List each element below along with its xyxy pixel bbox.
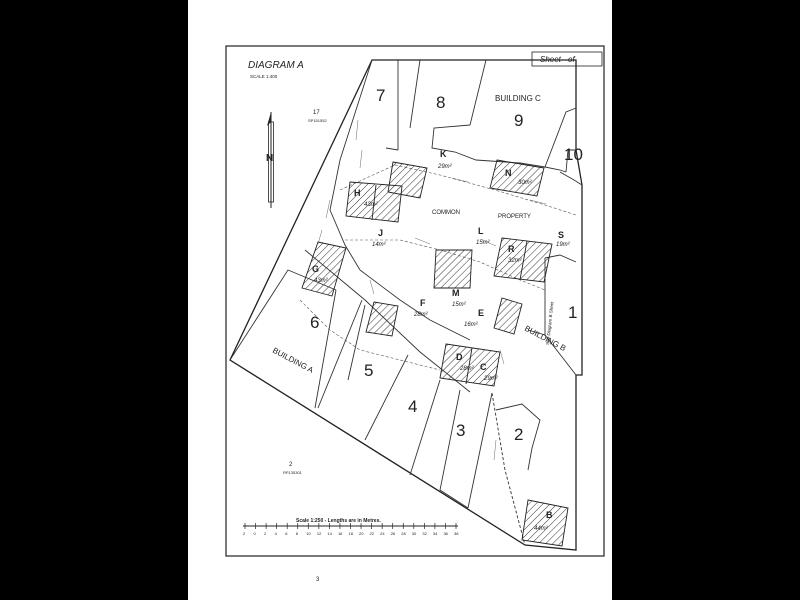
lot-numbers: 7 8 9 10 6 5 4 3 2 1	[310, 86, 583, 444]
north-label: N	[266, 153, 273, 164]
common-property-label-2: PROPERTY	[498, 214, 531, 220]
area-f-shape	[365, 301, 399, 337]
scale-tick-label: 16	[338, 531, 343, 536]
area-r-divider	[519, 240, 528, 281]
area-d-c-divider	[465, 347, 473, 385]
lot-1-label: 1	[568, 303, 577, 322]
area-e-size: 16m²	[464, 322, 479, 328]
area-n-size: 30m²	[518, 180, 533, 186]
scale-tick-label: 14	[327, 531, 332, 536]
scale-tick-label: 2	[243, 531, 246, 536]
area-r-size: 32m²	[508, 258, 523, 264]
lot-10-label: 10	[564, 145, 583, 164]
area-e-letter: E	[478, 308, 484, 318]
area-b-shape	[521, 499, 569, 547]
neighbour-plan-ref: SP151552	[308, 118, 327, 123]
dimension-annotations	[317, 119, 547, 461]
area-d-size: 28m²	[459, 366, 475, 372]
area-n-shape	[489, 159, 545, 197]
see-diagram-note: See Diagram B Sheet	[545, 301, 555, 346]
lot-7-label: 7	[376, 86, 385, 105]
area-b-letter: B	[546, 510, 553, 520]
diagram-scale-note: SCALE 1:400	[250, 74, 278, 79]
common-property-label-1: COMMON	[432, 210, 460, 216]
lot-3-label: 3	[456, 421, 465, 440]
area-r-shape	[493, 237, 553, 283]
neighbour-plan-ref-bottom: RP135301	[283, 470, 303, 475]
site-boundary	[229, 59, 583, 551]
lot-5-label: 5	[364, 361, 373, 380]
area-j-size: 14m²	[372, 242, 387, 248]
area-n-letter: N	[505, 168, 512, 178]
area-k-size: 29m²	[437, 164, 453, 170]
lot-4-label: 4	[408, 397, 417, 416]
area-g-letter: G	[312, 264, 319, 274]
diagram-title: DIAGRAM A	[248, 60, 304, 71]
area-s-size: 19m²	[556, 242, 571, 248]
area-m-size: 15m²	[452, 302, 467, 308]
area-r-letter: R	[508, 244, 515, 254]
area-f-size: 28m²	[413, 312, 429, 318]
area-f-letter: F	[420, 298, 426, 308]
area-g-size: 43m²	[314, 278, 329, 284]
scale-tick-label: 2	[264, 531, 267, 536]
area-l-letter: L	[478, 226, 484, 236]
area-b-size: 44m²	[534, 526, 549, 532]
building-c-label: BUILDING C	[495, 94, 541, 103]
exclusive-area-letters: K 29m² N 30m² H 43m² J 14m² L 15m² R 32m…	[312, 149, 571, 532]
page-number: 3	[316, 577, 320, 583]
scale-tick-label: 38	[454, 531, 459, 536]
area-k-letter: K	[440, 149, 447, 159]
scale-tick-label: 20	[359, 531, 364, 536]
scale-tick-label: 10	[306, 531, 311, 536]
easement-line	[299, 299, 441, 371]
lot-2-label: 2	[514, 425, 523, 444]
scale-tick-label: 6	[285, 531, 288, 536]
area-s-letter: S	[558, 230, 564, 240]
scale-tick-label: 12	[317, 531, 322, 536]
neighbour-lot-number: 17	[313, 110, 320, 116]
lot-8-label: 8	[436, 93, 445, 112]
scale-caption: Scale 1:250 - Lengths are in Metres.	[296, 518, 381, 524]
area-h-size: 43m²	[364, 202, 379, 208]
survey-plan: Sheet of DIAGRAM A SCALE 1:400 N 17 SP15…	[225, 45, 605, 583]
scale-tick-label: 36	[443, 531, 448, 536]
scale-tick-marks	[244, 523, 457, 529]
area-h-letter: H	[354, 188, 361, 198]
plan-sheet: Sheet of DIAGRAM A SCALE 1:400 N 17 SP15…	[188, 0, 612, 600]
lot-9-label: 9	[514, 111, 523, 130]
area-d-letter: D	[456, 352, 463, 362]
exclusive-use-areas	[301, 159, 569, 547]
building-a-label: BUILDING A	[271, 346, 315, 375]
area-c-size: 29m²	[483, 376, 499, 382]
lot-6-label: 6	[310, 313, 319, 332]
scale-tick-label: 18	[349, 531, 354, 536]
scale-tick-label: 28	[401, 531, 406, 536]
area-e-shape	[493, 297, 523, 335]
area-j-letter: J	[378, 228, 383, 238]
neighbour-lot-number-bottom: 2	[289, 462, 293, 468]
scale-tick-label: 8	[296, 531, 299, 536]
sheet-box: Sheet of	[531, 51, 603, 67]
scale-tick-label: 32	[422, 531, 427, 536]
scale-tick-label: 4	[275, 531, 278, 536]
scale-tick-label: 26	[391, 531, 396, 536]
scale-tick-label: 0	[254, 531, 257, 536]
area-l-shape	[433, 249, 473, 289]
area-g-shape	[301, 241, 347, 297]
scale-tick-label: 22	[370, 531, 375, 536]
area-l-size: 15m²	[476, 240, 491, 246]
scale-tick-label: 34	[433, 531, 438, 536]
common-property-edge	[339, 164, 577, 216]
area-h-divider	[371, 184, 377, 221]
area-m-letter: M	[452, 288, 460, 298]
scale-tick-label: 24	[380, 531, 385, 536]
north-arrow-icon: N	[266, 112, 274, 208]
area-dc-shape	[439, 343, 501, 387]
area-c-letter: C	[480, 362, 487, 372]
plan-frame	[225, 45, 605, 557]
scale-tick-label: 30	[412, 531, 417, 536]
